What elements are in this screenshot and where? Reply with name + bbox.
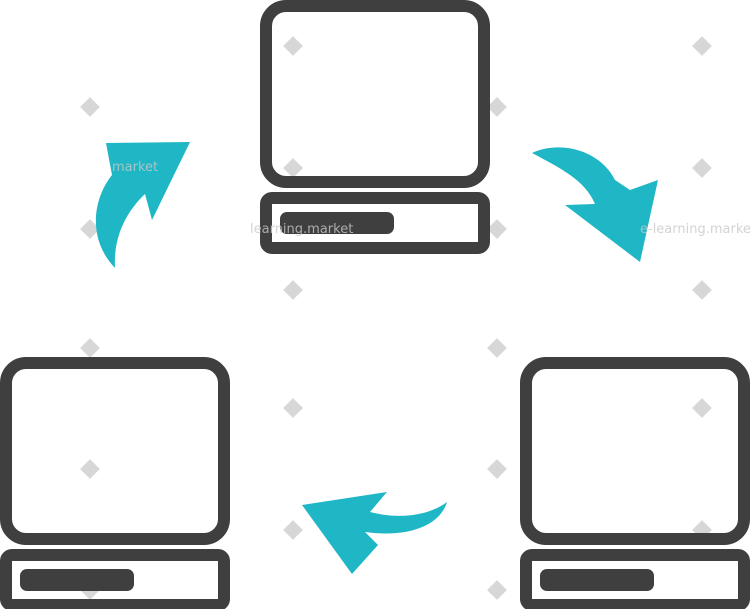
watermark-diamond [487, 97, 507, 117]
curved-arrow-icon [95, 142, 190, 268]
curved-arrow-icon [532, 147, 658, 262]
watermark-diamond [283, 36, 303, 56]
monitor-base [260, 192, 490, 254]
monitor-slot [280, 212, 394, 234]
watermark-diamond [80, 97, 100, 117]
monitor-screen [260, 0, 490, 188]
watermark-diamond [283, 280, 303, 300]
watermark-diamond [487, 580, 507, 600]
computer-bottom-left-icon [0, 357, 230, 611]
monitor-base [520, 549, 750, 611]
watermark-diamond [692, 398, 712, 418]
monitor-base [0, 549, 230, 611]
monitor-slot [540, 569, 654, 591]
watermark-diamond [487, 459, 507, 479]
watermark-pattern [80, 36, 712, 600]
watermark-diamond [80, 219, 100, 239]
watermark-diamond [692, 280, 712, 300]
watermark-diamond [283, 158, 303, 178]
watermark-text: market [112, 160, 159, 175]
watermark-diamond [283, 520, 303, 540]
monitor-screen [0, 357, 230, 545]
watermark-diamond [692, 36, 712, 56]
watermark-diamond [692, 158, 712, 178]
watermark-text: learning.market [250, 222, 354, 237]
watermark-text: e-learning.market [640, 222, 750, 237]
curved-arrow-icon [302, 492, 447, 574]
watermark-diamond [80, 338, 100, 358]
monitor-screen [520, 357, 750, 545]
watermark-diamond [487, 219, 507, 239]
watermark-diamond [80, 459, 100, 479]
watermark-diamond [487, 338, 507, 358]
computer-bottom-right-icon [520, 357, 750, 611]
computer-top-icon [260, 0, 490, 254]
watermark-diamond [283, 398, 303, 418]
monitor-slot [20, 569, 134, 591]
